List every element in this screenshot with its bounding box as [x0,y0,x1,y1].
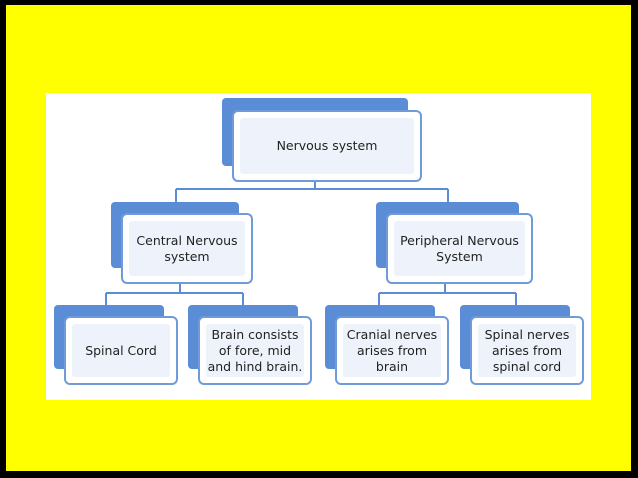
node-label: Nervous system [276,138,378,153]
node-brain: Brain consists of fore, mid and hind bra… [188,305,312,385]
node-nervous-system: Nervous system [222,98,422,182]
connector-central [105,281,244,307]
connector-root [175,179,449,203]
node-central-nervous-system: Central Nervous system [111,202,253,284]
connector-lines [105,179,517,307]
diagram-slide: Nervous system Central Nervous system Pe… [46,93,591,400]
node-label: Central Nervous system [136,232,238,264]
node-cranial-nerves: Cranial nerves arises from brain [325,305,449,385]
node-label: Cranial nerves arises from brain [346,326,438,374]
node-peripheral-nervous-system: Peripheral Nervous System [376,202,533,284]
connector-peripheral [378,281,517,307]
node-label: Spinal Cord [85,342,157,358]
node-label: Spinal nerves arises from spinal cord [484,326,570,374]
node-spinal-nerves: Spinal nerves arises from spinal cord [460,305,584,385]
node-label: Peripheral Nervous System [400,232,519,264]
node-spinal-cord: Spinal Cord [54,305,178,385]
node-label: Brain consists of fore, mid and hind bra… [207,326,303,374]
